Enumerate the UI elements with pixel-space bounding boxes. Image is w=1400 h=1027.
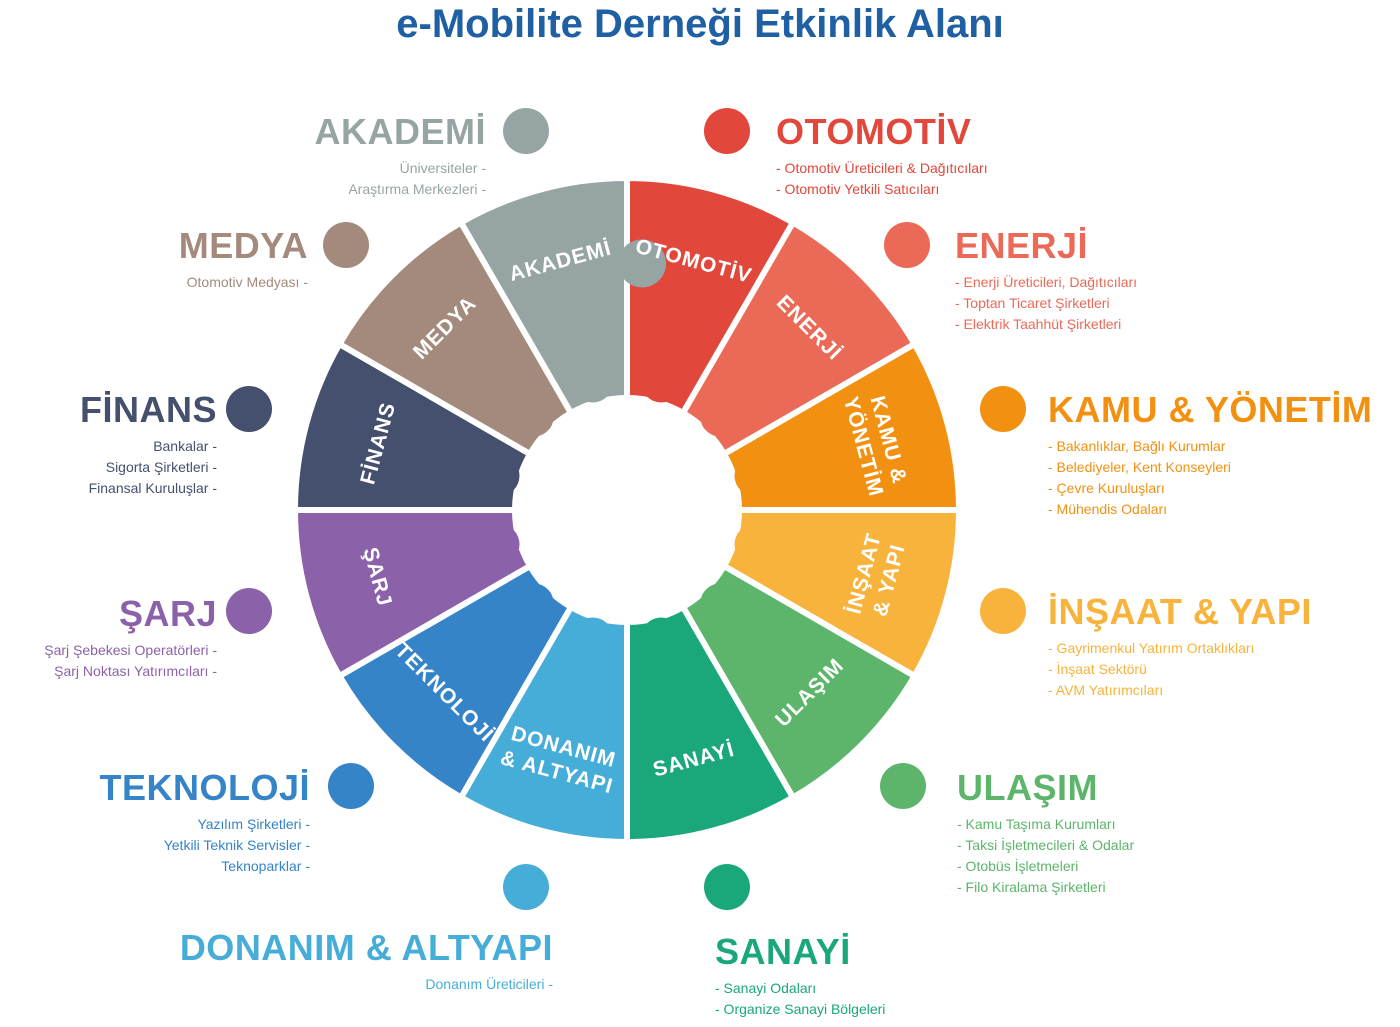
label-item: - Gayrimenkul Yatırım Ortaklıkları — [1048, 640, 1255, 656]
label-items: Donanım Üreticileri - — [180, 974, 553, 995]
dot-enerji — [884, 222, 930, 268]
label-item: - Enerji Üreticileri, Dağıtıcıları — [955, 274, 1138, 290]
label-item: Yazılım Şirketleri - — [197, 816, 310, 832]
label-item: Araştırma Merkezleri - — [348, 181, 486, 197]
puzzle-tab-insaat — [734, 524, 775, 565]
label-otomotiv: OTOMOTİV - Otomotiv Üreticileri & Dağıtıc… — [776, 112, 988, 200]
puzzle-tab-medya — [513, 396, 554, 437]
puzzle-knob-akademi — [618, 239, 667, 288]
label-ulasim: ULAŞIM - Kamu Taşıma Kurumları - Taksi İşl… — [957, 768, 1134, 898]
label-heading: KAMU & YÖNETİM — [1048, 389, 1373, 430]
label-items: - Kamu Taşıma Kurumları - Taksi İşletmeci… — [957, 814, 1134, 898]
label-item: - Elektrik Taahhüt Şirketleri — [955, 316, 1122, 332]
label-finans: FİNANS Bankalar - Sigorta Şirketleri - Fina… — [80, 390, 217, 499]
dot-insaat — [980, 588, 1026, 634]
label-item: - Kamu Taşıma Kurumları — [957, 816, 1116, 832]
label-heading: ŞARJ — [118, 593, 217, 634]
puzzle-tab-otomotiv — [641, 362, 682, 403]
label-item: - Sanayi Odaları — [715, 980, 817, 996]
puzzle-tab-sanayi — [641, 617, 682, 658]
label-item: Donanım Üreticileri - — [425, 976, 553, 992]
label-heading: ENERJİ — [955, 225, 1089, 266]
label-items: Üniversiteler - Araştırma Merkezleri - — [315, 158, 486, 200]
dot-kamu — [980, 386, 1026, 432]
label-heading: ULAŞIM — [957, 767, 1098, 808]
wheel-center — [515, 398, 739, 622]
label-item: Finansal Kuruluşlar - — [88, 480, 217, 496]
label-item: Teknoparklar - — [221, 858, 310, 874]
label-item: - Otomotiv Üreticileri & Dağıtıcıları — [776, 160, 988, 176]
label-item: - Otomotiv Yetkili Satıcıları — [776, 181, 940, 197]
label-heading: SANAYİ — [715, 931, 851, 972]
label-heading: FİNANS — [80, 389, 217, 430]
label-item: - Otobüs İşletmeleri — [957, 858, 1079, 874]
label-items: Şarj Şebekesi Operatörleri - Şarj Noktası… — [44, 640, 217, 682]
label-items: - Otomotiv Üreticileri & Dağıtıcıları - O… — [776, 158, 988, 200]
dot-donanim — [503, 864, 549, 910]
puzzle-tab-teknoloji — [513, 583, 554, 624]
label-item: Bankalar - — [153, 438, 217, 454]
label-item: Şarj Noktası Yatırımcıları - — [54, 663, 217, 679]
puzzle-tab-donanim — [572, 617, 613, 658]
puzzle-tab-finans — [479, 455, 520, 496]
dot-sarj — [226, 588, 272, 634]
label-item: - Bakanlıklar, Bağlı Kurumlar — [1048, 438, 1226, 454]
dot-ulasim — [880, 763, 926, 809]
label-items: Yazılım Şirketleri - Yetkili Teknik Servi… — [99, 814, 310, 877]
label-heading: OTOMOTİV — [776, 111, 972, 152]
dot-teknoloji — [328, 763, 374, 809]
label-heading: AKADEMİ — [314, 111, 486, 152]
label-items: - Bakanlıklar, Bağlı Kurumlar - Belediyel… — [1048, 436, 1372, 520]
label-item: Şarj Şebekesi Operatörleri - — [44, 642, 217, 658]
page-title: e-Mobilite Derneği Etkinlik Alanı — [396, 2, 1004, 46]
label-teknoloji: TEKNOLOJİ Yazılım Şirketleri - Yetkili Tek… — [99, 768, 310, 877]
label-heading: DONANIM & ALTYAPI — [179, 927, 553, 968]
label-items: - Enerji Üreticileri, Dağıtıcıları - Topt… — [955, 272, 1137, 335]
puzzle-tab-ulasim — [700, 583, 741, 624]
label-insaat: İNŞAAT & YAPI - Gayrimenkul Yatırım Ortak… — [1048, 592, 1312, 701]
label-item: - Mühendis Odaları — [1048, 501, 1168, 517]
label-item: - Toptan Ticaret Şirketleri — [955, 295, 1110, 311]
label-donanim: DONANIM & ALTYAPI Donanım Üreticileri - — [180, 928, 553, 995]
label-sanayi: SANAYİ - Sanayi Odaları - Organize Sanayi … — [715, 932, 885, 1020]
dot-medya — [323, 222, 369, 268]
label-item: - Taksi İşletmecileri & Odalar — [957, 837, 1135, 853]
label-item: - Organize Sanayi Bölgeleri — [715, 1001, 886, 1017]
label-item: Yetkili Teknik Servisler - — [163, 837, 310, 853]
label-item: - AVM Yatırımcıları — [1048, 682, 1164, 698]
label-item: - İnşaat Sektörü — [1048, 661, 1147, 677]
label-kamu: KAMU & YÖNETİM - Bakanlıklar, Bağlı Kurum… — [1048, 390, 1372, 520]
label-items: Otomotiv Medyası - — [179, 272, 308, 293]
label-item: - Çevre Kuruluşları — [1048, 480, 1165, 496]
label-item: - Filo Kiralama Şirketleri — [957, 879, 1106, 895]
label-item: Otomotiv Medyası - — [186, 274, 308, 290]
label-item: Sigorta Şirketleri - — [105, 459, 217, 475]
puzzle-tab-kamu — [734, 455, 775, 496]
label-items: Bankalar - Sigorta Şirketleri - Finansal K… — [80, 436, 217, 499]
label-heading: MEDYA — [178, 225, 308, 266]
label-medya: MEDYA Otomotiv Medyası - — [179, 226, 308, 293]
puzzle-tab-enerji — [700, 396, 741, 437]
puzzle-tab-akademi — [572, 362, 613, 403]
label-item: - Belediyeler, Kent Konseyleri — [1048, 459, 1231, 475]
puzzle-tab-sarj — [479, 524, 520, 565]
label-item: Üniversiteler - — [399, 160, 486, 176]
dot-akademi — [503, 108, 549, 154]
dot-finans — [226, 386, 272, 432]
label-items: - Sanayi Odaları - Organize Sanayi Bölgel… — [715, 978, 885, 1020]
label-items: - Gayrimenkul Yatırım Ortaklıkları - İnşa… — [1048, 638, 1312, 701]
label-sarj: ŞARJ Şarj Şebekesi Operatörleri - Şarj Nok… — [44, 594, 217, 682]
label-akademi: AKADEMİ Üniversiteler - Araştırma Merkezle… — [315, 112, 487, 200]
dot-otomotiv — [704, 108, 750, 154]
label-heading: TEKNOLOJİ — [99, 767, 310, 808]
label-enerji: ENERJİ - Enerji Üreticileri, Dağıtıcıları… — [955, 226, 1137, 335]
dot-sanayi — [704, 864, 750, 910]
label-heading: İNŞAAT & YAPI — [1048, 591, 1312, 632]
